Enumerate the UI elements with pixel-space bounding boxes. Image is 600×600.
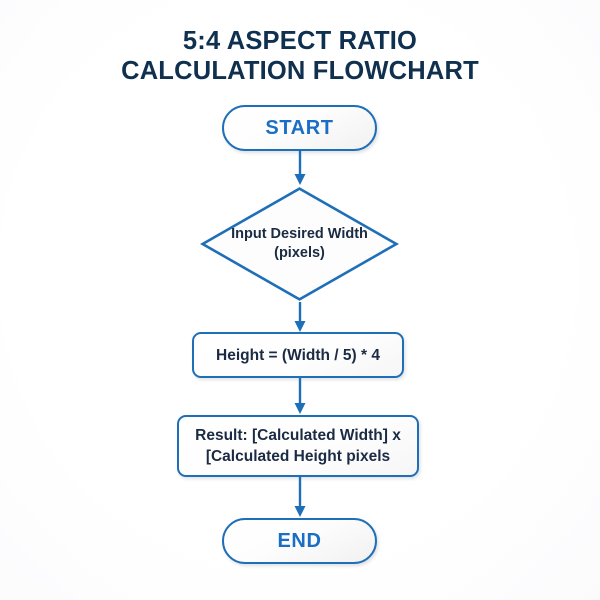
node-process-label: Height = (Width / 5) * 4 [216, 346, 380, 364]
connector-start-to-input [283, 151, 317, 187]
node-start[interactable]: START [222, 105, 377, 151]
connector-process-to-result [283, 378, 317, 416]
page-title-line-1: 5:4 ASPECT RATIO [182, 27, 418, 55]
connector-input-to-process [283, 302, 317, 334]
node-input-label-wrap: Input Desired Width (pixels) [200, 186, 399, 302]
node-end[interactable]: END [222, 518, 377, 564]
node-input-label: Input Desired Width (pixels) [231, 226, 368, 261]
node-end-label: END [277, 530, 322, 552]
connector-result-to-end [283, 477, 317, 519]
node-process[interactable]: Height = (Width / 5) * 4 [192, 332, 404, 378]
page-title: 5:4 ASPECT RATIO CALCULATION FLOWCHART [0, 26, 600, 86]
node-start-label: START [265, 117, 334, 139]
node-result[interactable]: Result: [Calculated Width] x [Calculated… [177, 415, 419, 477]
diamond-outline [200, 186, 399, 302]
node-input[interactable]: Input Desired Width (pixels) [200, 186, 399, 302]
page-title-line-2: CALCULATION FLOWCHART [121, 57, 479, 85]
node-result-label: Result: [Calculated Width] x [Calculated… [195, 427, 401, 465]
